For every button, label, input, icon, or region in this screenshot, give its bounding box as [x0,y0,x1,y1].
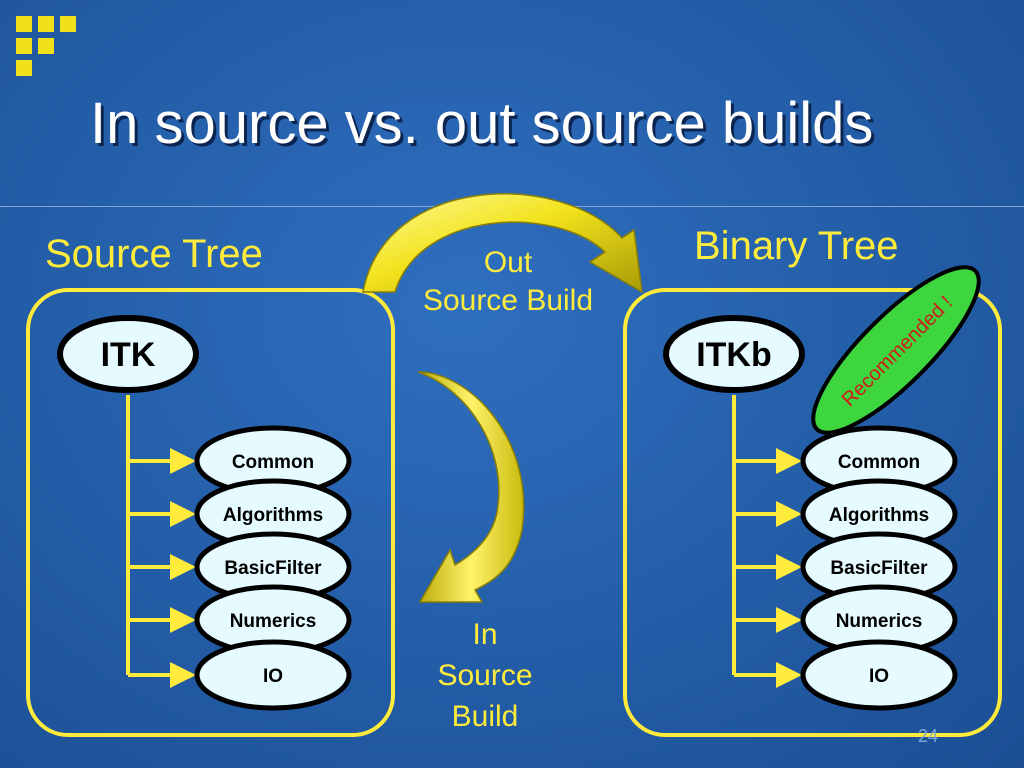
page-number: 24 [917,726,938,746]
in-source-line-3: Build [451,700,519,733]
source-node-io-label: IO [263,666,283,687]
out-source-line-2: Source Build [422,284,594,317]
slide-title: In source vs. out source builds [90,91,874,156]
out-source-line-1: Out [483,246,533,279]
in-source-arrow [417,371,525,603]
source-root-label: ITK [101,336,156,374]
in-source-line-2: Source [437,659,533,692]
binary-node-io-label: IO [869,666,889,687]
source-tree: ITK Common Algorithms BasicFilter Numeri… [57,315,352,711]
source-node-io [194,639,352,711]
source-tree-heading: Source Tree [45,232,263,276]
binary-node-algorithms-label: Algorithms [829,505,929,526]
binary-tree-connectors [734,448,802,688]
in-source-line-1: In [472,618,498,651]
in-source-build-label: In Source Build [420,614,550,737]
out-source-build-label: Out Source Build [408,244,608,320]
source-root-node [57,315,199,393]
binary-tree-panel [623,288,1002,737]
binary-node-numerics-label: Numerics [836,611,923,632]
out-source-arrow [362,193,643,294]
source-node-common-label: Common [232,452,314,473]
source-node-algorithms-label: Algorithms [223,505,323,526]
binary-root-label: ITKb [696,336,772,374]
bullet-squares-logo [16,16,88,88]
binary-node-common-label: Common [838,452,920,473]
source-node-basicfilter-label: BasicFilter [224,558,322,579]
binary-node-basicfilter-label: BasicFilter [830,558,928,579]
binary-root-node [663,315,805,393]
binary-node-io [800,639,958,711]
source-tree-panel [26,288,395,737]
source-tree-connectors [128,448,196,688]
recommended-badge: Recommended ! [811,265,981,435]
binary-tree: ITKb Common Algorithms BasicFilter Numer… [663,265,981,711]
source-node-numerics-label: Numerics [230,611,317,632]
binary-tree-heading: Binary Tree [694,224,899,268]
